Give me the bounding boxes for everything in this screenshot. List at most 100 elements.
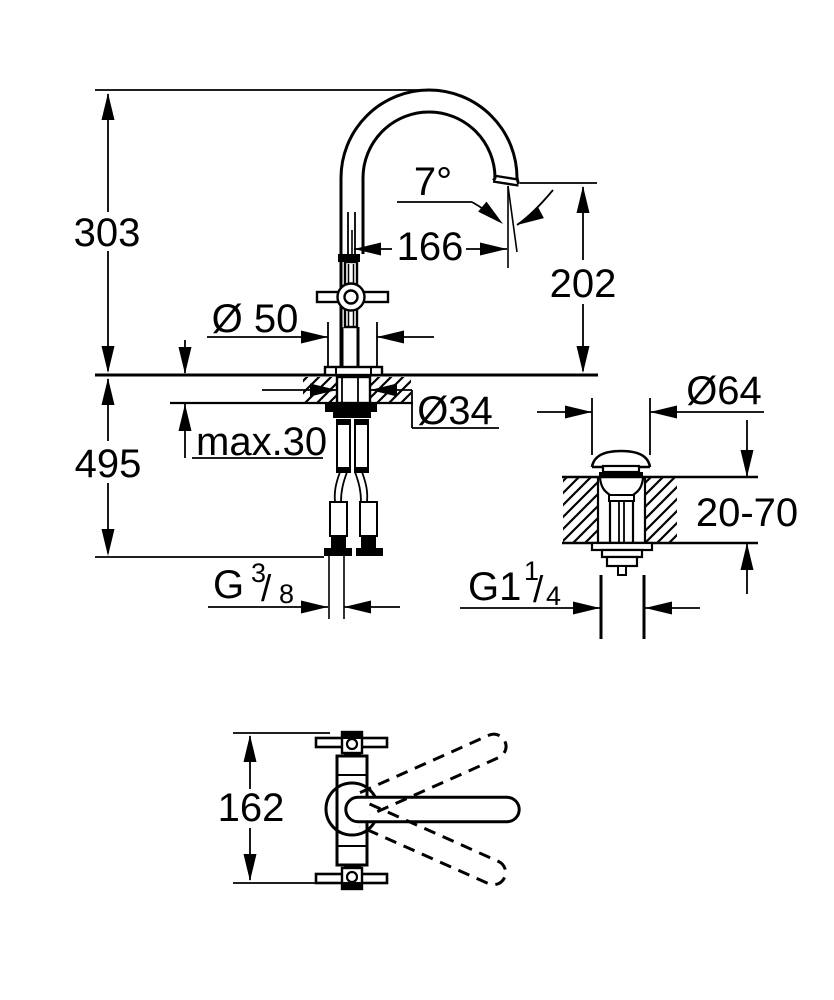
spout-dashed-outline — [359, 802, 508, 887]
dim-spout-angle-label: 7° — [414, 160, 452, 204]
dim-max-deck-label: max.30 — [196, 420, 327, 464]
arrow-up-icon — [178, 404, 192, 431]
arrow-right-icon — [565, 405, 592, 419]
drain-funnel-walls — [598, 477, 645, 543]
pipe-cap — [355, 467, 368, 472]
cross-handle — [315, 254, 390, 329]
supply-thread-slash: / — [261, 568, 272, 609]
spout-outlet-face — [492, 174, 519, 187]
arrow-left-icon — [344, 600, 371, 614]
arrow-up-icon — [101, 378, 115, 405]
hose-flange-right — [356, 548, 383, 556]
spout-angle-ref-line — [507, 185, 518, 253]
supply-pipe-left — [336, 419, 351, 473]
dim-handle-span: 162 — [218, 732, 330, 884]
spout-dashed-outline — [359, 732, 508, 817]
connector-nut-left — [331, 536, 346, 548]
connector-nut-right — [361, 536, 376, 548]
dim-deck-range: 20-70 — [696, 420, 798, 594]
dim-spout-reach: 166 — [351, 186, 509, 269]
plug-collar — [599, 472, 643, 478]
handle-neck — [344, 753, 361, 757]
arrow-right-icon — [480, 242, 507, 256]
handle-hub-circle — [345, 870, 359, 884]
drain-tailpipe — [599, 575, 646, 639]
arrow-up-icon — [576, 186, 590, 213]
dim-handle-span-label: 162 — [218, 786, 285, 830]
arrow-left-icon — [650, 405, 677, 419]
dim-base-dia-lines — [207, 322, 434, 366]
spout-swivel-lower — [359, 802, 508, 887]
dim-drain-thread: G1 1 / 4 — [460, 556, 700, 615]
hose-flange-left — [324, 548, 352, 556]
dim-hose-length: 495 — [75, 378, 324, 558]
body-inner-lines — [337, 774, 367, 847]
hose-connector-left — [329, 501, 348, 537]
arrow-right-icon — [301, 600, 328, 614]
arrow-up-icon — [243, 735, 257, 762]
handle-hub — [336, 282, 366, 312]
flex-hoses — [333, 471, 369, 503]
arrow-down-icon — [576, 346, 590, 373]
supply-thread-prefix: G — [213, 563, 244, 607]
dim-base-diameter: Ø 50 — [207, 297, 434, 366]
locknut-upper — [325, 404, 377, 412]
dim-hole-diameter: Ø34 — [262, 383, 499, 433]
spout-outer-line — [339, 88, 520, 367]
handle-hub-center — [343, 289, 359, 305]
valve-stem-lines — [347, 212, 356, 254]
drain-body-nut — [605, 555, 639, 568]
supply-thread-numerator: 3 — [251, 558, 266, 588]
handle-hub-cap — [342, 732, 362, 739]
arrow-down-icon — [101, 346, 115, 373]
arrow-down-icon — [101, 529, 115, 556]
spout-top-solid — [344, 795, 521, 824]
drain-hole-walls — [596, 477, 647, 543]
body-lower-lines — [340, 327, 360, 367]
drain-hatch-right — [645, 478, 677, 542]
arrow-down-icon — [243, 854, 257, 881]
shank-inner-lines — [341, 377, 359, 403]
dim-outlet-height: 202 — [520, 182, 616, 373]
handle-hub-circle — [345, 737, 359, 751]
dim-handle-span-lines — [233, 732, 330, 884]
pipe-cap — [337, 467, 350, 472]
top-handle-front — [314, 864, 389, 891]
dim-hose-length-label: 495 — [75, 442, 142, 486]
dim-hole-dia-label: Ø34 — [417, 389, 493, 433]
dim-plug-dia-lines — [537, 398, 764, 455]
front-view: 303 495 max.30 Ø 50 Ø34 — [74, 88, 616, 619]
base-flange — [323, 365, 384, 377]
handle-top-cap — [338, 254, 360, 262]
spout-swivel-upper — [359, 732, 508, 817]
base-flange-plate — [323, 365, 384, 377]
plug-neck — [601, 464, 641, 474]
spout-inner-line — [361, 110, 497, 254]
drain-crossbar — [608, 494, 635, 502]
drain-hatch-left — [563, 478, 598, 542]
dim-deck-range-label: 20-70 — [696, 491, 798, 535]
dim-base-dia-label: Ø 50 — [212, 297, 299, 341]
drain-thread-prefix: G1 — [468, 565, 521, 609]
supply-pipe-right — [354, 419, 369, 473]
drain-thread-denominator: 4 — [546, 581, 561, 611]
arrow-up-icon — [740, 543, 754, 570]
pipe-cap — [337, 420, 350, 425]
under-deck-parts — [324, 375, 383, 556]
drain-stem — [617, 565, 627, 576]
plug-dome — [590, 449, 652, 468]
arrow-down-icon — [740, 450, 754, 477]
drain-rod — [618, 501, 625, 543]
dim-plug-dia-label: Ø64 — [686, 369, 762, 413]
arrow-arc-icon — [513, 206, 544, 231]
arrow-left-icon — [645, 601, 672, 615]
hose-connector-right — [359, 501, 378, 537]
pipe-cap — [355, 420, 368, 425]
dim-max-deck-thickness: max.30 — [178, 340, 327, 464]
locknut-lower — [333, 412, 371, 418]
drain-thread-numerator: 1 — [524, 556, 539, 586]
supply-thread-denominator: 8 — [279, 579, 294, 609]
arrow-left-icon — [377, 330, 404, 344]
